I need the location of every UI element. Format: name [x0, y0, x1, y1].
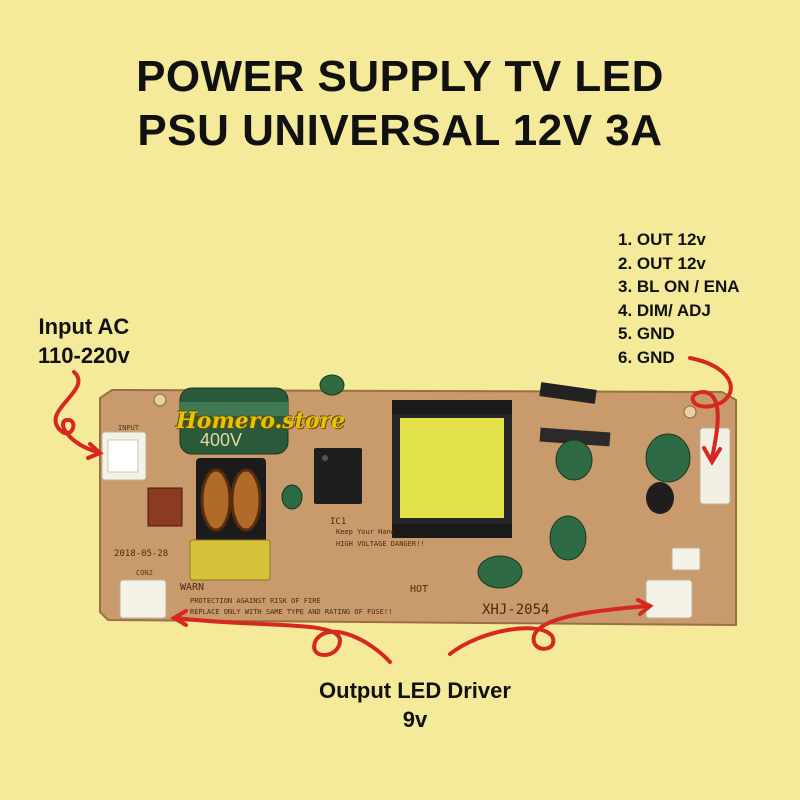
input-ac-label: Input AC 110-220v — [38, 312, 130, 370]
title-line-2: PSU UNIVERSAL 12V 3A — [137, 106, 663, 155]
transformer — [392, 400, 512, 538]
date-silkscreen: 2018-05-28 — [114, 549, 168, 559]
output-connector-bottom — [645, 547, 701, 619]
pinout-item-2: 2. OUT 12v — [618, 253, 706, 273]
input-connector: INPUT — [101, 424, 147, 481]
keep-hand-silkscreen: Keep Your Hand — [336, 528, 395, 536]
output-led-label: Output LED Driver 9v — [280, 676, 550, 734]
hot-silkscreen: HOT — [410, 584, 428, 595]
capacitor-voltage-text: 400V — [200, 430, 242, 450]
pinout-item-3: 3. BL ON / ENA — [618, 277, 740, 296]
red-arrows — [53, 356, 733, 664]
output-capacitors — [477, 433, 691, 589]
common-mode-choke — [196, 458, 266, 542]
warn-silkscreen: WARN — [180, 582, 204, 593]
output-led-line-2: 9v — [402, 707, 428, 732]
pinout-list: 1. OUT 12v 2. OUT 12v 3. BL ON / ENA 4. … — [618, 228, 740, 369]
con2-silkscreen: CON2 — [136, 569, 153, 577]
bulk-capacitor: 400V — [179, 387, 289, 455]
input-arrow — [53, 370, 100, 454]
input-silkscreen: INPUT — [118, 424, 140, 432]
input-ac-line-1: Input AC — [38, 314, 130, 339]
title-line-1: POWER SUPPLY TV LED — [136, 52, 664, 101]
warning-line-1: PROTECTION AGAINST RISK OF FIRE — [190, 597, 321, 605]
pinout-arrow — [688, 356, 733, 460]
output-right-arrow — [448, 604, 650, 656]
pinout-item-6: 6. GND — [618, 347, 675, 367]
output-led-line-1: Output LED Driver — [319, 678, 511, 703]
model-silkscreen: XHJ-2054 — [482, 602, 549, 618]
output-connector-right — [699, 427, 731, 505]
pinout-item-5: 5. GND — [618, 324, 675, 343]
con2-connector: CON2 — [119, 569, 167, 619]
pinout-item-1: 1. OUT 12v — [618, 230, 706, 249]
output-left-arrow — [174, 616, 392, 664]
warning-line-2: REPLACE ONLY WITH SAME TYPE AND RATING O… — [190, 608, 392, 616]
ic-chip: IC1 — [314, 448, 362, 527]
danger-silkscreen: HIGH VOLTAGE DANGER!! — [336, 540, 425, 548]
pinout-item-4: 4. DIM/ ADJ — [618, 300, 711, 320]
store-watermark: Homero.store — [176, 408, 346, 434]
input-ac-line-2: 110-220v — [38, 343, 130, 368]
ic-silkscreen: IC1 — [330, 517, 346, 527]
